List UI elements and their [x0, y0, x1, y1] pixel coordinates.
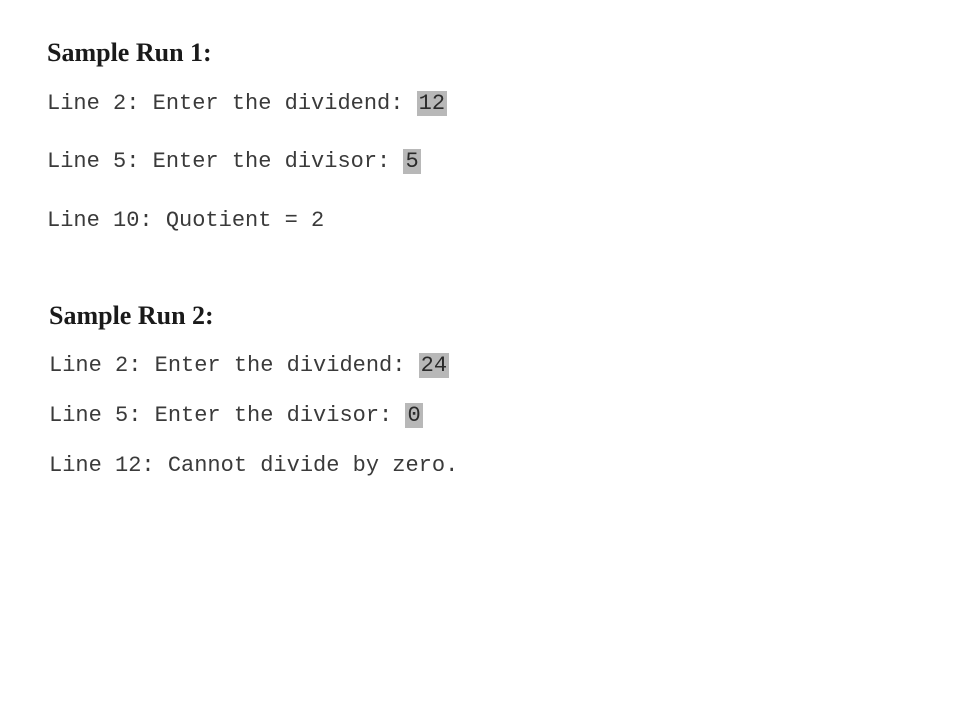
run-1-dividend-line: Line 2: Enter the dividend: 12: [47, 90, 448, 118]
run-1-result-line: Line 10: Quotient = 2: [47, 208, 325, 233]
run-2-dividend-line: Line 2: Enter the dividend: 24: [49, 352, 450, 380]
run-1-divisor-prompt: Line 5: Enter the divisor:: [47, 149, 404, 174]
sample-run-2-heading: Sample Run 2:: [49, 301, 214, 330]
sample-run-1-heading: Sample Run 1:: [47, 38, 212, 67]
run-2-dividend-prompt: Line 2: Enter the dividend:: [49, 353, 419, 378]
run-1-divisor-line: Line 5: Enter the divisor: 5: [47, 148, 421, 176]
run-2-result-line: Line 12: Cannot divide by zero.: [49, 453, 459, 478]
run-1-dividend-prompt: Line 2: Enter the dividend:: [47, 91, 417, 116]
run-1-dividend-input: 12: [416, 91, 448, 116]
run-1-divisor-input: 5: [403, 149, 421, 174]
run-2-divisor-prompt: Line 5: Enter the divisor:: [49, 403, 406, 428]
run-2-dividend-input: 24: [418, 353, 450, 378]
run-2-divisor-line: Line 5: Enter the divisor: 0: [49, 402, 423, 430]
run-2-divisor-input: 0: [405, 403, 423, 428]
